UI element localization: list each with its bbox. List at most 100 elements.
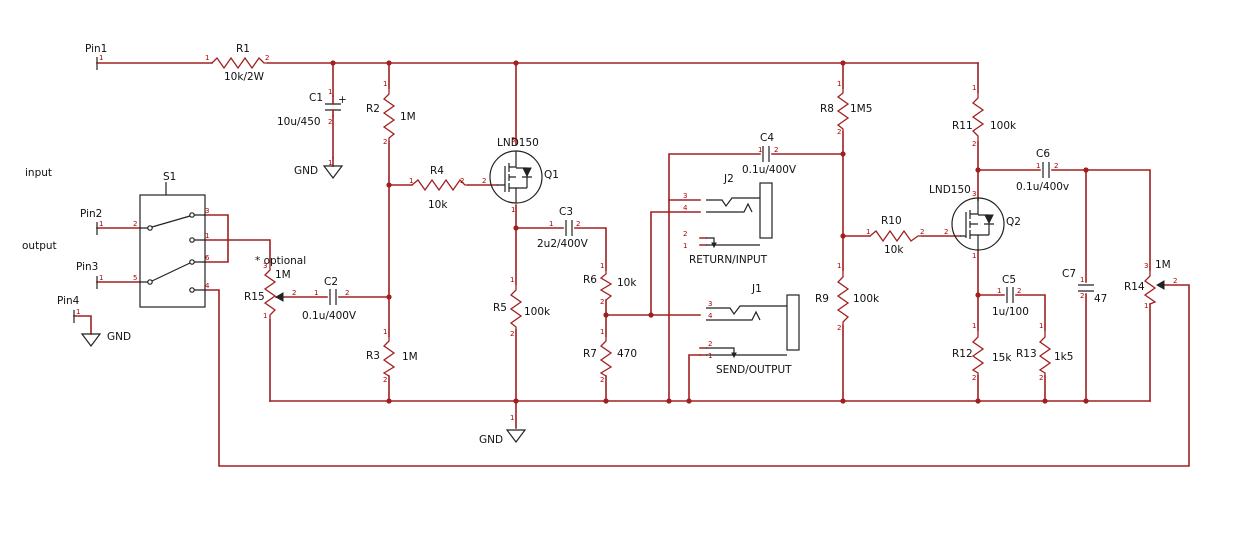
switch-s1: S1 [139, 171, 206, 308]
r2-value: 1M [400, 111, 416, 123]
svg-text:1: 1 [510, 276, 514, 284]
r2-ref: R2 [366, 103, 380, 115]
r10-ref: R10 [881, 215, 902, 227]
r1-value: 10k/2W [224, 71, 265, 83]
r6-value: 10k [617, 277, 637, 289]
svg-text:1: 1 [99, 54, 103, 62]
j1-label: SEND/OUTPUT [716, 364, 792, 376]
resistor-r13: R13 1k5 [1016, 330, 1073, 376]
svg-text:1: 1 [972, 322, 976, 330]
potentiometer-r14: 1M R14 [1124, 259, 1171, 305]
resistor-r4: R4 10k [411, 165, 468, 211]
c7-ref: C7 [1062, 268, 1076, 280]
junction-dots [330, 60, 1089, 404]
svg-text:2: 2 [920, 228, 924, 236]
resistor-r9: R9 100k [815, 270, 880, 326]
resistor-r12: R12 15k [952, 330, 1012, 376]
pin4-label: Pin4 [57, 295, 80, 307]
q1-ref: Q1 [544, 169, 559, 181]
j1-ref: J1 [751, 283, 762, 295]
resistor-r5: R5 100k [493, 284, 551, 330]
svg-text:6: 6 [205, 254, 210, 262]
pin1-label: Pin1 [85, 43, 107, 55]
svg-text:2: 2 [292, 289, 296, 297]
capacitor-c7: C7 47 [1062, 268, 1107, 305]
svg-text:3: 3 [972, 190, 976, 198]
r4-ref: R4 [430, 165, 444, 177]
r6-ref: R6 [583, 274, 597, 286]
svg-text:1: 1 [205, 54, 209, 62]
svg-text:1: 1 [205, 232, 209, 240]
r8-ref: R8 [820, 103, 834, 115]
svg-text:3: 3 [1144, 262, 1148, 270]
ground-symbol-pin4: GND [80, 331, 131, 347]
q1-part: LND150 [497, 137, 539, 149]
svg-text:2: 2 [774, 146, 778, 154]
transistor-q1: LND150 Q1 [489, 137, 559, 204]
r4-value: 10k [428, 199, 448, 211]
r14-ref: R14 [1124, 281, 1145, 293]
r13-ref: R13 [1016, 348, 1037, 360]
svg-text:2: 2 [576, 220, 580, 228]
svg-text:2: 2 [944, 228, 948, 236]
c5-ref: C5 [1002, 274, 1016, 286]
svg-text:2: 2 [600, 376, 604, 384]
c7-value: 47 [1094, 293, 1107, 305]
r11-value: 100k [990, 120, 1017, 132]
svg-text:2: 2 [133, 220, 137, 228]
resistor-r8: R8 1M5 [820, 88, 872, 132]
svg-text:2: 2 [1039, 374, 1043, 382]
c2-ref: C2 [324, 276, 338, 288]
svg-text:1: 1 [837, 262, 841, 270]
capacitor-c5: C5 1u/100 [992, 274, 1029, 318]
svg-text:3: 3 [683, 192, 687, 200]
r15-value: 1M [275, 269, 291, 281]
gnd-label-c1: GND [294, 165, 318, 177]
transistor-q2: LND150 Q2 [929, 184, 1021, 251]
r15-ref: R15 [244, 291, 265, 303]
capacitor-c4: C4 0.1u/400V [742, 132, 797, 176]
svg-text:1: 1 [511, 206, 515, 214]
svg-text:2: 2 [972, 374, 976, 382]
svg-text:1: 1 [758, 146, 762, 154]
svg-text:2: 2 [328, 118, 332, 126]
r3-ref: R3 [366, 350, 380, 362]
pin2-label: Pin2 [80, 208, 102, 220]
capacitor-c6: C6 0.1u/400v [1016, 148, 1069, 193]
r8-value: 1M5 [850, 103, 872, 115]
svg-text:4: 4 [205, 282, 210, 290]
svg-text:1: 1 [1036, 162, 1040, 170]
svg-text:1: 1 [997, 287, 1001, 295]
svg-text:1: 1 [837, 80, 841, 88]
svg-text:2: 2 [837, 324, 841, 332]
wires [73, 62, 1190, 467]
svg-text:2: 2 [600, 298, 604, 306]
c5-value: 1u/100 [992, 306, 1029, 318]
svg-text:2: 2 [460, 177, 464, 185]
c4-ref: C4 [760, 132, 774, 144]
svg-text:1: 1 [866, 228, 870, 236]
ground-symbol-c1: GND [294, 157, 344, 179]
svg-text:1: 1 [600, 262, 604, 270]
svg-text:2: 2 [1017, 287, 1021, 295]
svg-text:2: 2 [510, 330, 514, 338]
r14-value: 1M [1155, 259, 1171, 271]
svg-text:2: 2 [383, 376, 387, 384]
svg-text:5: 5 [133, 274, 137, 282]
svg-text:1: 1 [600, 328, 604, 336]
r13-value: 1k5 [1054, 351, 1073, 363]
j2-ref: J2 [723, 173, 734, 185]
capacitor-c2: C2 0.1u/400V [302, 276, 357, 322]
resistor-r6: R6 10k [583, 270, 637, 301]
c1-value: 10u/450 [277, 116, 321, 128]
r7-value: 470 [617, 348, 637, 360]
svg-text:2: 2 [1054, 162, 1058, 170]
svg-text:1: 1 [1144, 302, 1148, 310]
r5-value: 100k [524, 306, 551, 318]
r1-ref: R1 [236, 43, 250, 55]
r10-value: 10k [884, 244, 904, 256]
svg-text:2: 2 [383, 138, 387, 146]
svg-text:1: 1 [409, 177, 413, 185]
svg-text:1: 1 [972, 84, 976, 92]
